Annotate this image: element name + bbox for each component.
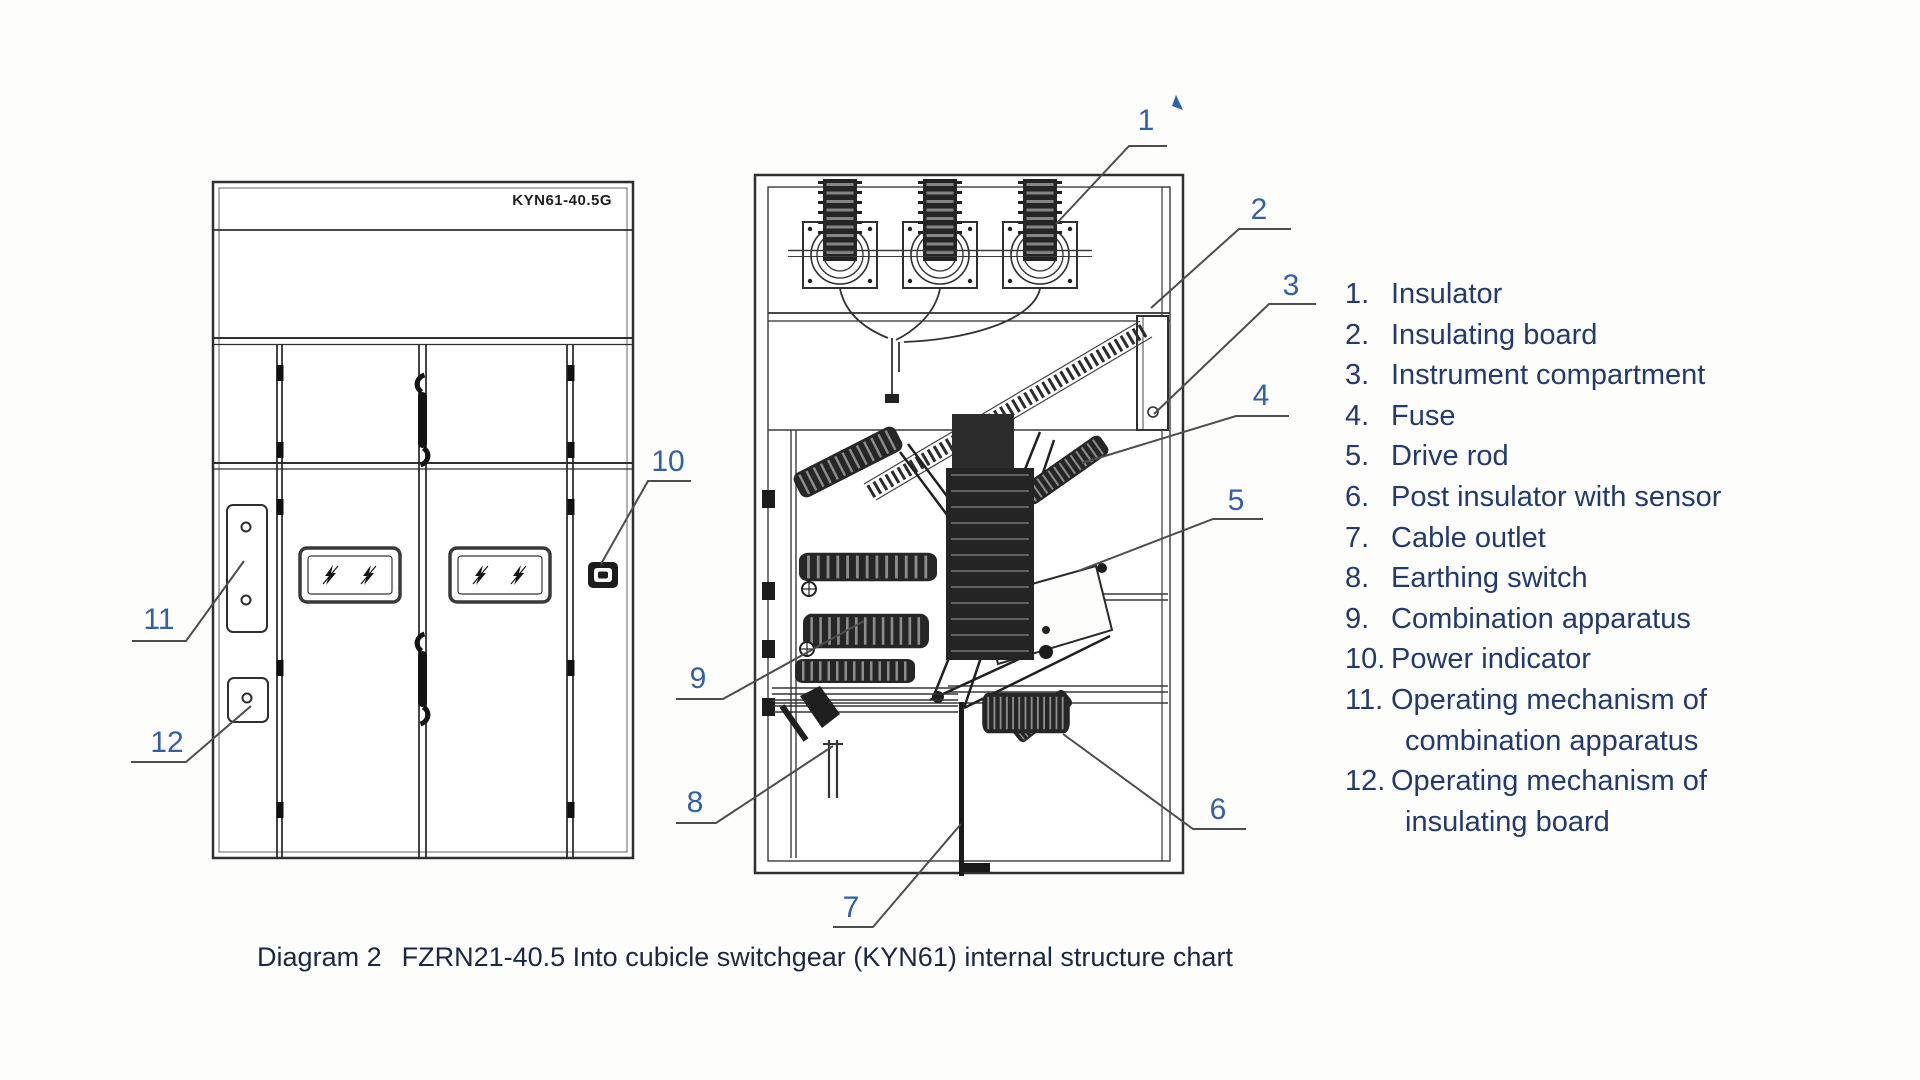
legend-item-10: 10.Power indicator bbox=[1345, 639, 1721, 680]
insulating-board-mechanism-panel bbox=[227, 677, 269, 723]
front-view-drawing bbox=[211, 180, 635, 860]
inspection-window-left bbox=[298, 546, 402, 604]
leader-7 bbox=[833, 823, 962, 928]
callout-5: 5 bbox=[1227, 484, 1245, 517]
legend-label: Operating mechanism of bbox=[1391, 683, 1707, 716]
legend-item-12-line2: insulating board bbox=[1345, 802, 1721, 843]
legend-label: insulating board bbox=[1405, 805, 1610, 838]
callout-11: 11 bbox=[143, 603, 175, 636]
leader-1 bbox=[1055, 145, 1167, 225]
legend-item-2: 2.Insulating board bbox=[1345, 315, 1721, 356]
combination-apparatus-cylinder-c bbox=[795, 659, 915, 683]
legend-label: Fuse bbox=[1391, 399, 1456, 432]
legend-label: Insulating board bbox=[1391, 318, 1598, 351]
leader-9 bbox=[676, 620, 865, 700]
leader-2 bbox=[1150, 228, 1291, 309]
internal-mechanism bbox=[762, 414, 1112, 744]
callout-4: 4 bbox=[1252, 379, 1270, 412]
callout-10: 10 bbox=[651, 445, 685, 478]
legend-item-9: 9.Combination apparatus bbox=[1345, 599, 1721, 640]
parts-legend: 1.Insulator 2.Insulating board 3.Instrum… bbox=[1345, 274, 1721, 842]
cable-outlet bbox=[959, 702, 990, 876]
legend-label: combination apparatus bbox=[1405, 724, 1699, 757]
figure-caption: Diagram 2 FZRN21-40.5 Into cubicle switc… bbox=[180, 942, 1310, 973]
legend-label: Combination apparatus bbox=[1391, 602, 1691, 635]
leader-12 bbox=[131, 705, 252, 763]
cabinet-model-label: KYN61-40.5G bbox=[512, 192, 612, 209]
leader-11 bbox=[132, 560, 245, 642]
inspection-window-right bbox=[448, 546, 552, 604]
leader-3 bbox=[1153, 303, 1316, 415]
legend-item-5: 5.Drive rod bbox=[1345, 436, 1721, 477]
legend-item-6: 6.Post insulator with sensor bbox=[1345, 477, 1721, 518]
callout-7: 7 bbox=[842, 891, 860, 924]
callout-9: 9 bbox=[689, 662, 707, 695]
caption-text: FZRN21-40.5 Into cubicle switchgear (KYN… bbox=[401, 942, 1233, 972]
insulators bbox=[788, 179, 1092, 288]
leader-4 bbox=[1081, 415, 1289, 464]
combination-apparatus-mechanism-panel bbox=[226, 504, 268, 633]
callout-12: 12 bbox=[150, 726, 184, 759]
internal-view-drawing bbox=[753, 175, 1185, 876]
legend-item-12: 12.Operating mechanism of bbox=[1345, 761, 1721, 802]
leader-10 bbox=[600, 480, 691, 565]
insulator-wires bbox=[839, 288, 1041, 403]
legend-label: Power indicator bbox=[1391, 643, 1591, 676]
callout-3: 3 bbox=[1282, 269, 1300, 302]
legend-label: Insulator bbox=[1391, 278, 1503, 310]
callout-leader-lines bbox=[131, 145, 1316, 928]
legend-label: Post insulator with sensor bbox=[1391, 480, 1722, 513]
callout-6: 6 bbox=[1209, 793, 1227, 826]
power-indicator bbox=[588, 562, 618, 588]
leader-6 bbox=[1062, 733, 1246, 830]
legend-item-8: 8.Earthing switch bbox=[1345, 558, 1721, 599]
combination-apparatus-cylinder-a bbox=[799, 553, 937, 582]
legend-label: Instrument compartment bbox=[1391, 359, 1706, 392]
combination-apparatus-cylinder-b bbox=[803, 614, 929, 649]
arrow-artifact-icon bbox=[1172, 95, 1183, 110]
legend-label: Operating mechanism of bbox=[1391, 765, 1707, 798]
legend-label: Cable outlet bbox=[1391, 521, 1546, 554]
legend-item-3: 3.Instrument compartment bbox=[1345, 355, 1721, 396]
leader-8 bbox=[676, 745, 834, 824]
legend-label: Earthing switch bbox=[1391, 562, 1588, 595]
instrument-compartment bbox=[1136, 315, 1169, 431]
legend-item-11: 11.Operating mechanism of bbox=[1345, 680, 1721, 721]
legend-item-1: 1.Insulator bbox=[1345, 274, 1721, 315]
callout-2: 2 bbox=[1250, 193, 1268, 226]
legend-item-11-line2: combination apparatus bbox=[1345, 721, 1721, 762]
legend-item-7: 7.Cable outlet bbox=[1345, 518, 1721, 559]
post-insulator-with-sensor bbox=[982, 693, 1070, 734]
callout-1: 1 bbox=[1137, 104, 1155, 137]
caption-prefix: Diagram 2 bbox=[257, 942, 382, 972]
legend-item-4: 4.Fuse bbox=[1345, 396, 1721, 437]
leader-5 bbox=[1077, 518, 1263, 572]
legend-label: Drive rod bbox=[1391, 440, 1509, 473]
callout-8: 8 bbox=[686, 786, 704, 819]
central-block bbox=[946, 468, 1034, 660]
